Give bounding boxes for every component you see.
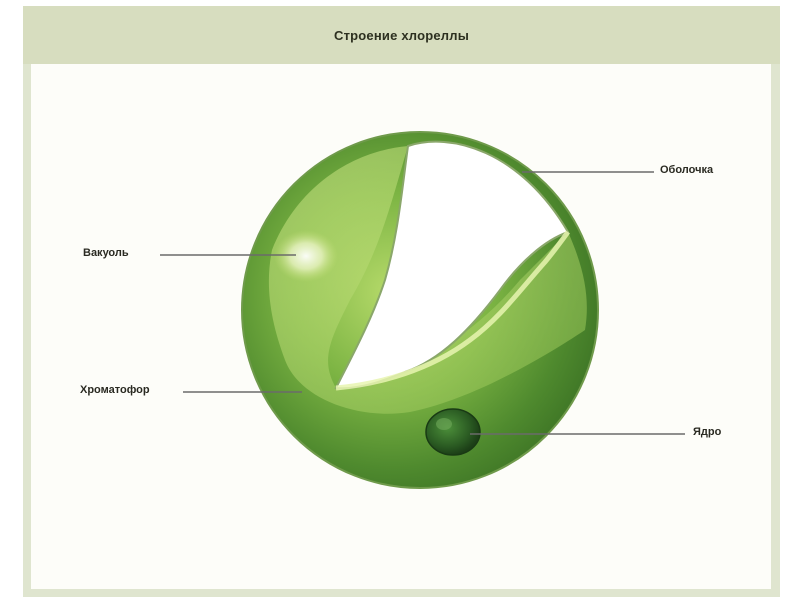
label-nucleus: Ядро	[693, 426, 721, 438]
label-membrane: Оболочка	[660, 164, 713, 176]
nucleus	[426, 409, 480, 455]
vacuole	[274, 230, 338, 282]
label-chromatophore: Хроматофор	[80, 384, 150, 396]
label-vacuole: Вакуоль	[83, 247, 129, 259]
